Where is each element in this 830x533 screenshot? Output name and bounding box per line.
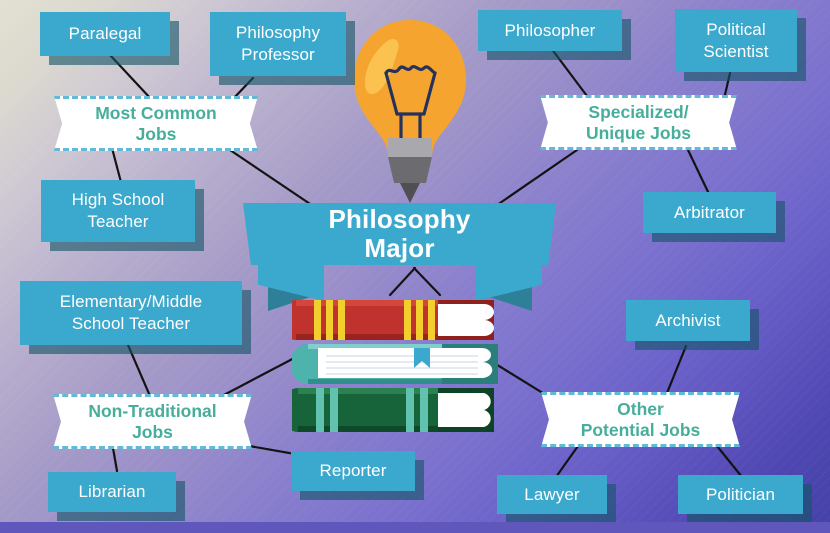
job-label: High School Teacher: [72, 189, 165, 233]
category-label-line2: Unique Jobs: [585, 122, 691, 143]
line-paralegal: [108, 53, 154, 102]
job-box-librarian[interactable]: Librarian: [48, 472, 176, 512]
stacked-books-icon: [292, 300, 498, 432]
line-center-left: [388, 266, 417, 297]
line-high-school-teacher: [110, 146, 124, 188]
job-label: Philosophy Professor: [236, 22, 320, 66]
job-label: Lawyer: [524, 484, 580, 504]
category-label-line2: Potential Jobs: [580, 419, 701, 440]
job-label: Archivist: [655, 310, 721, 330]
job-label: Reporter: [319, 461, 387, 481]
category-label: Non-Traditional Jobs: [88, 401, 216, 442]
category-ribbon-specialized-unique-jobs[interactable]: Specialized/ Unique Jobs: [540, 95, 737, 150]
line-nontraditional-to-center: [220, 353, 302, 398]
center-banner-line1: Philosophy: [328, 203, 471, 234]
lightbulb-icon: [354, 20, 466, 203]
category-ribbon-other-potential-jobs[interactable]: Other Potential Jobs: [541, 392, 740, 447]
category-label-line1: Specialized/: [588, 101, 689, 122]
job-label-line1: Political: [706, 19, 766, 39]
job-label: Librarian: [78, 482, 146, 502]
category-ribbon-inner: Most Common Jobs: [54, 96, 258, 151]
line-politician: [715, 444, 744, 479]
book-green: [292, 388, 494, 432]
center-banner: Philosophy Major: [243, 203, 556, 265]
line-archivist: [665, 344, 688, 395]
line-lawyer: [554, 444, 580, 479]
category-label-line1: Most Common: [95, 102, 217, 123]
category-label-line2: Jobs: [135, 123, 177, 144]
category-ribbon-inner: Other Potential Jobs: [541, 392, 740, 447]
category-ribbon-inner: Non-Traditional Jobs: [53, 394, 252, 449]
book-red: [292, 300, 494, 340]
book-teal: [292, 344, 498, 384]
job-box-arbitrator[interactable]: Arbitrator: [643, 192, 776, 233]
line-elementary-teacher: [126, 343, 152, 398]
job-box-archivist[interactable]: Archivist: [626, 300, 750, 341]
job-label-line1: High School: [71, 190, 165, 210]
job-label: Political Scientist: [703, 19, 768, 63]
category-label-line1: Non-Traditional: [88, 400, 217, 421]
job-label-line1: Elementary/Middle: [59, 292, 203, 312]
job-label: Paralegal: [68, 24, 142, 44]
job-box-political-scientist[interactable]: Political Scientist: [675, 9, 797, 72]
job-box-philosophy-professor[interactable]: Philosophy Professor: [210, 12, 346, 76]
job-label-line1: Philosophy: [235, 23, 321, 43]
job-label-line2: School Teacher: [71, 314, 191, 333]
job-box-philosopher[interactable]: Philosopher: [478, 10, 622, 51]
category-label: Other Potential Jobs: [581, 399, 701, 440]
job-box-paralegal[interactable]: Paralegal: [40, 12, 170, 56]
job-label: Elementary/Middle School Teacher: [60, 291, 202, 335]
bottom-bar: [0, 522, 830, 533]
job-box-reporter[interactable]: Reporter: [291, 451, 415, 491]
category-label: Specialized/ Unique Jobs: [586, 102, 691, 143]
line-center-right: [412, 266, 442, 297]
line-philosopher: [549, 46, 592, 102]
center-banner-line2: Major: [364, 233, 435, 263]
job-label-line2: Scientist: [703, 41, 769, 61]
job-label: Philosopher: [504, 20, 596, 40]
category-ribbon-most-common-jobs[interactable]: Most Common Jobs: [54, 96, 258, 151]
category-ribbon-non-traditional-jobs[interactable]: Non-Traditional Jobs: [53, 394, 252, 449]
job-label-line2: Teacher: [87, 212, 149, 231]
job-box-high-school-teacher[interactable]: High School Teacher: [41, 180, 195, 242]
line-arbitrator: [686, 148, 712, 198]
job-box-politician[interactable]: Politician: [678, 475, 803, 514]
job-label: Arbitrator: [674, 202, 745, 222]
category-ribbon-inner: Specialized/ Unique Jobs: [540, 95, 737, 150]
job-box-lawyer[interactable]: Lawyer: [497, 475, 607, 514]
job-label-line2: Professor: [241, 45, 315, 64]
job-label: Politician: [705, 484, 776, 504]
job-box-elementary-middle-school-teacher[interactable]: Elementary/Middle School Teacher: [20, 281, 242, 345]
line-political-scientist: [722, 71, 732, 101]
category-label-line1: Other: [617, 398, 664, 419]
category-label-line2: Jobs: [132, 421, 173, 442]
category-label: Most Common Jobs: [95, 103, 217, 144]
line-librarian: [111, 446, 119, 473]
